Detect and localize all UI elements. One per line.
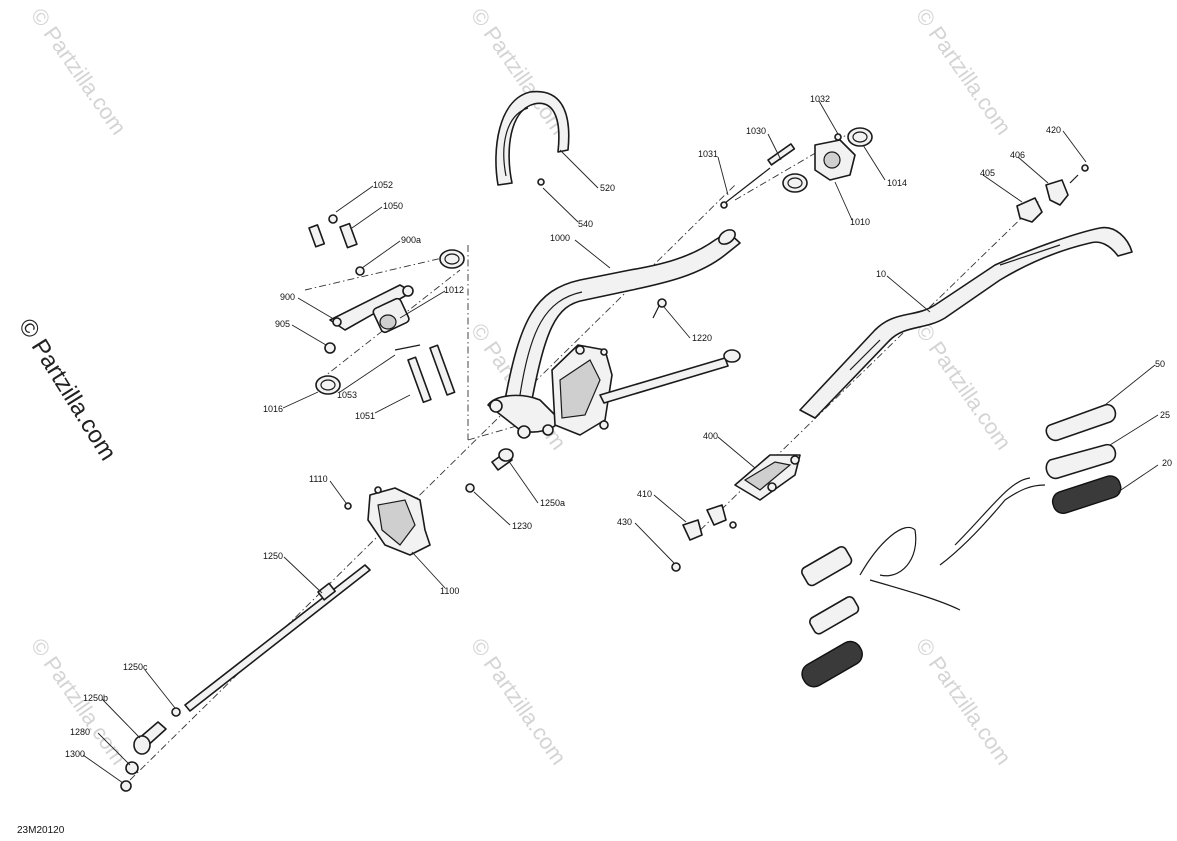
- callout-label: 410: [637, 489, 652, 499]
- watermark: © Partzilla.com: [911, 319, 1017, 455]
- bolt-1220: [652, 298, 667, 319]
- callout-label: 1051: [355, 411, 375, 421]
- left-parts-cluster: [308, 214, 465, 404]
- callout-labels: 1052 1050 900a 900 905 1012 1016 1053 10…: [65, 94, 1172, 759]
- callout-label: 1100: [440, 586, 459, 596]
- steering-shaft-1250: [120, 564, 371, 792]
- clamp-assembly-1010: [720, 127, 873, 209]
- callout-label: 1250b: [83, 693, 108, 703]
- callout-label: 1300: [65, 749, 85, 759]
- callout-label: 420: [1046, 125, 1061, 135]
- watermark: © Partzilla.com: [466, 4, 572, 140]
- callout-label: 1030: [746, 126, 766, 136]
- watermark: © Partzilla.com: [911, 634, 1017, 770]
- copyright-text: © Partzilla.com: [13, 314, 122, 465]
- callout-label: 1220: [692, 333, 712, 343]
- grip-parts: [939, 403, 1122, 566]
- watermark: © Partzilla.com: [466, 634, 572, 770]
- callout-label: 1031: [698, 149, 718, 159]
- callout-label: 1050: [383, 201, 403, 211]
- callout-label: 900a: [401, 235, 421, 245]
- figure-id: 23M20120: [17, 825, 65, 836]
- callout-label: 1250c: [123, 662, 148, 672]
- callout-label: 20: [1162, 458, 1172, 468]
- handlebar-10: [799, 226, 1133, 419]
- callout-label: 1280: [70, 727, 90, 737]
- callout-label: 1010: [850, 217, 870, 227]
- callout-label: 1110: [309, 474, 328, 484]
- callout-label: 406: [1010, 150, 1025, 160]
- callout-label: 520: [600, 183, 615, 193]
- callout-label: 1012: [444, 285, 464, 295]
- callout-label: 1230: [512, 521, 532, 531]
- callout-label: 1014: [887, 178, 907, 188]
- callout-label: 905: [275, 319, 290, 329]
- callout-label: 25: [1160, 410, 1170, 420]
- callout-label: 540: [578, 219, 593, 229]
- callout-label: 1000: [550, 233, 570, 243]
- left-grip-set: [801, 526, 961, 688]
- callout-label: 400: [703, 431, 718, 441]
- callout-label: 430: [617, 517, 632, 527]
- lower-clamps: [671, 454, 801, 572]
- callout-label: 1032: [810, 94, 830, 104]
- leader-lines: [82, 100, 1159, 784]
- callout-label: 1052: [373, 180, 393, 190]
- callout-label: 50: [1155, 359, 1165, 369]
- watermark: © Partzilla.com: [911, 4, 1017, 140]
- callout-label: 10: [876, 269, 886, 279]
- upper-clamps: [1016, 164, 1089, 223]
- callout-label: 1250a: [540, 498, 565, 508]
- callout-label: 405: [980, 168, 995, 178]
- callout-label: 1250: [263, 551, 283, 561]
- handle-520: [495, 90, 570, 186]
- steering-column-1000: [487, 229, 741, 439]
- callout-label: 1016: [263, 404, 283, 414]
- lower-steering-parts: [344, 448, 514, 556]
- callout-label: 1053: [337, 390, 357, 400]
- watermark: © Partzilla.com: [26, 4, 132, 140]
- callout-label: 900: [280, 292, 295, 302]
